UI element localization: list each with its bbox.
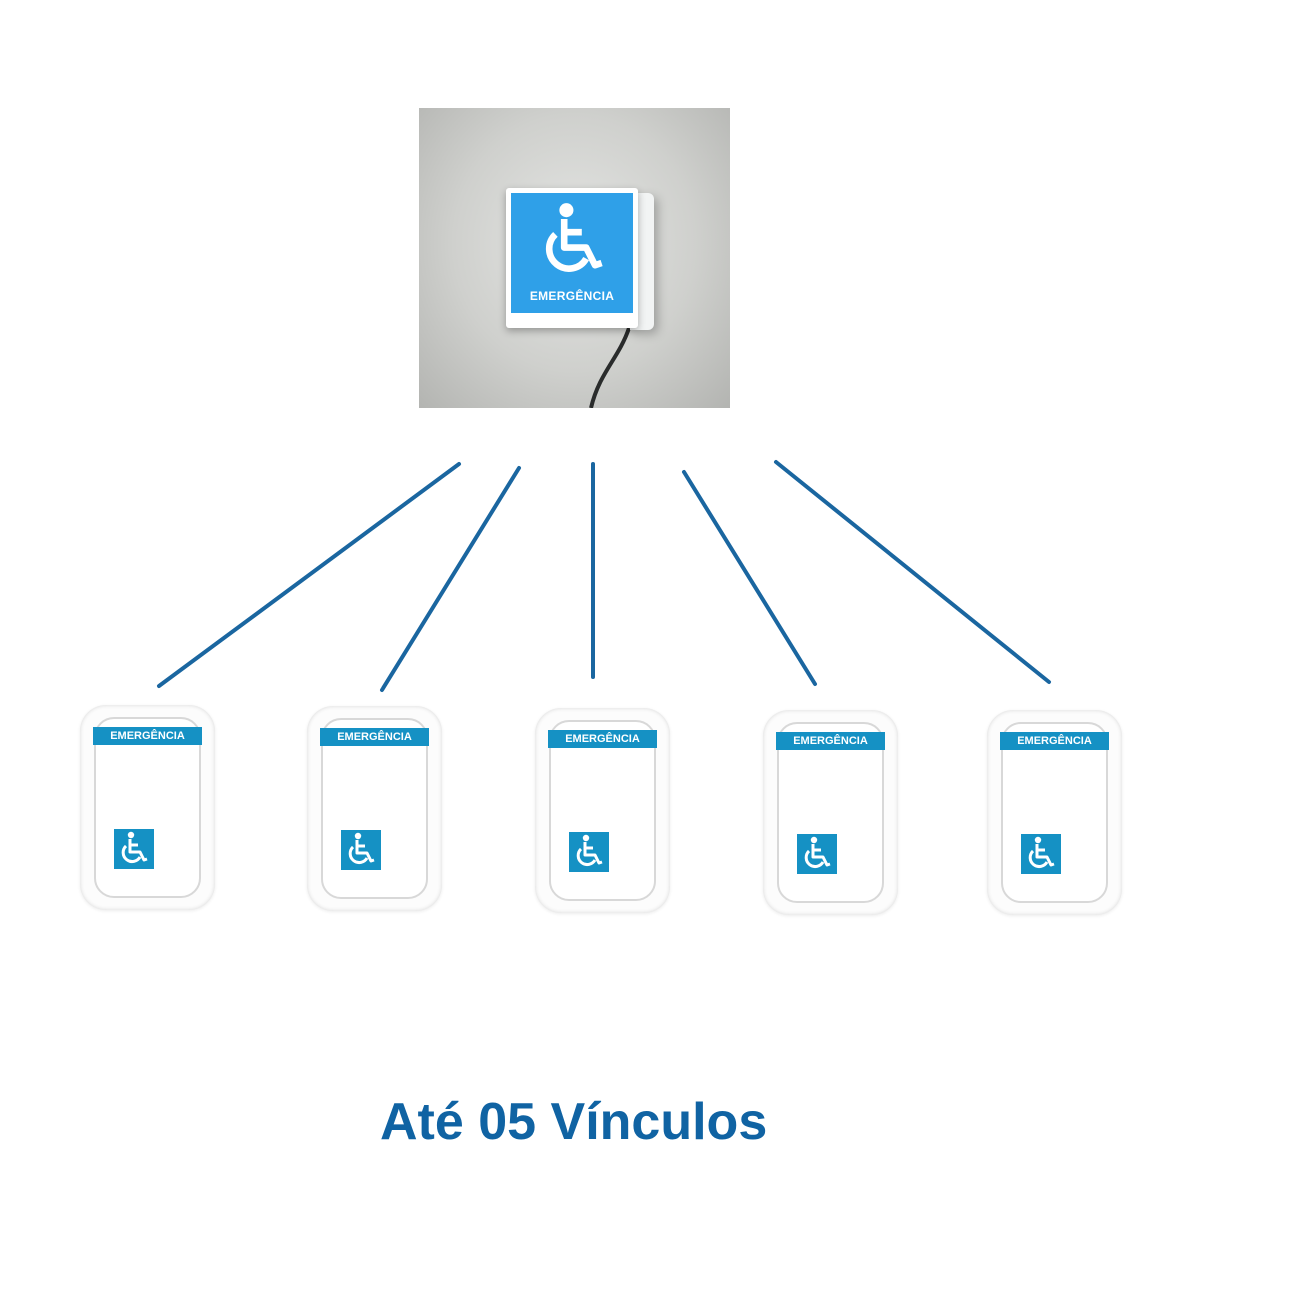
emergency-button-2: EMERGÊNCIA bbox=[307, 706, 442, 911]
wheelchair-icon bbox=[114, 829, 154, 869]
button-label: EMERGÊNCIA bbox=[1000, 732, 1109, 750]
link-line-2 bbox=[380, 466, 521, 692]
caption-title: Até 05 Vínculos bbox=[380, 1093, 768, 1151]
emergency-button-1: EMERGÊNCIA bbox=[80, 705, 215, 910]
hub-sign: EMERGÊNCIA bbox=[506, 188, 638, 328]
button-label: EMERGÊNCIA bbox=[320, 728, 429, 746]
link-line-4 bbox=[682, 470, 817, 686]
button-label: EMERGÊNCIA bbox=[548, 730, 657, 748]
wheelchair-icon bbox=[797, 834, 837, 874]
emergency-button-3: EMERGÊNCIA bbox=[535, 708, 670, 913]
button-label: EMERGÊNCIA bbox=[93, 727, 202, 745]
wheelchair-icon bbox=[341, 830, 381, 870]
link-line-5 bbox=[774, 460, 1051, 684]
button-label: EMERGÊNCIA bbox=[776, 732, 885, 750]
emergency-button-4: EMERGÊNCIA bbox=[763, 710, 898, 915]
wheelchair-icon bbox=[1021, 834, 1061, 874]
cable bbox=[589, 327, 631, 408]
hub-label: EMERGÊNCIA bbox=[529, 289, 615, 303]
link-line-1 bbox=[157, 462, 461, 688]
emergency-button-5: EMERGÊNCIA bbox=[987, 710, 1122, 915]
wheelchair-icon bbox=[569, 832, 609, 872]
